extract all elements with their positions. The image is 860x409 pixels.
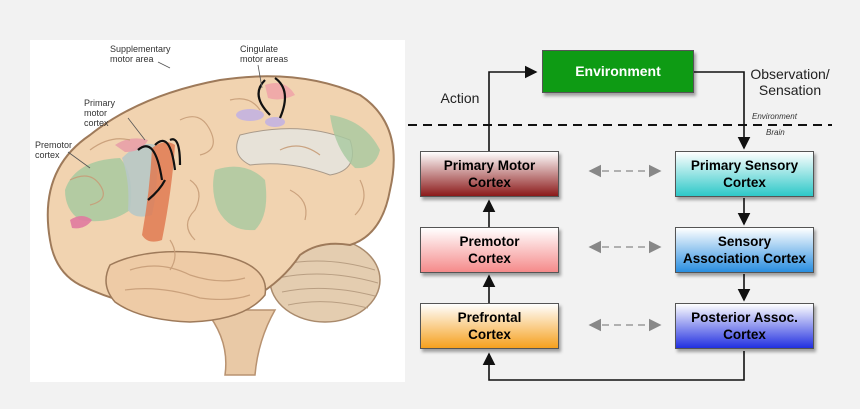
brain-illustration-panel: Supplementary motor area Cingulate motor… [30,40,405,382]
divider-label-environment: Environment [752,112,797,121]
corpus-callosum [236,128,353,176]
temporal-lobe [105,250,267,323]
observation-arrow [694,71,751,150]
observation-sensation-label: Observation/ Sensation [750,66,830,98]
label-cingulate-motor-areas: Cingulate motor areas [240,44,289,64]
sensory-association-cortex-box: Sensory Association Cortex [675,227,814,273]
prefrontal-cortex-box: Prefrontal Cortex [420,303,559,349]
cingulate-purple-1 [236,109,264,121]
posterior-to-prefrontal-arrow [482,351,745,381]
leader-lines [67,61,263,169]
parietal-region [213,166,267,231]
label-premotor-cortex: Premotor cortex [35,140,73,160]
posterior-association-cortex-box: Posterior Assoc. Cortex [675,303,814,349]
divider-label-brain: Brain [766,128,785,137]
medial-green-region [330,115,380,169]
action-arrow [488,65,538,152]
cingulate-pink-region [265,82,295,100]
prefrontal-region [65,158,132,222]
cingulate-purple-2 [265,117,285,127]
gyri-texture [69,98,365,301]
cerebellum-folds [277,260,379,309]
premotor-cortex-box: Premotor Cortex [420,227,559,273]
frontal-pink-spot [70,216,92,229]
action-label: Action [440,90,480,106]
brain-illustration [46,61,395,376]
environment-box: Environment [542,50,694,93]
label-supplementary-motor-area: Supplementary motor area [110,44,171,64]
label-primary-motor-cortex: Primary motor cortex [84,98,115,128]
primary-motor-cortex-box: Primary Motor Cortex [420,151,559,197]
brainstem [203,309,277,376]
motor-arrows [137,77,287,201]
primary-sensory-cortex-box: Primary Sensory Cortex [675,151,814,197]
primary-motor-region [142,142,175,242]
